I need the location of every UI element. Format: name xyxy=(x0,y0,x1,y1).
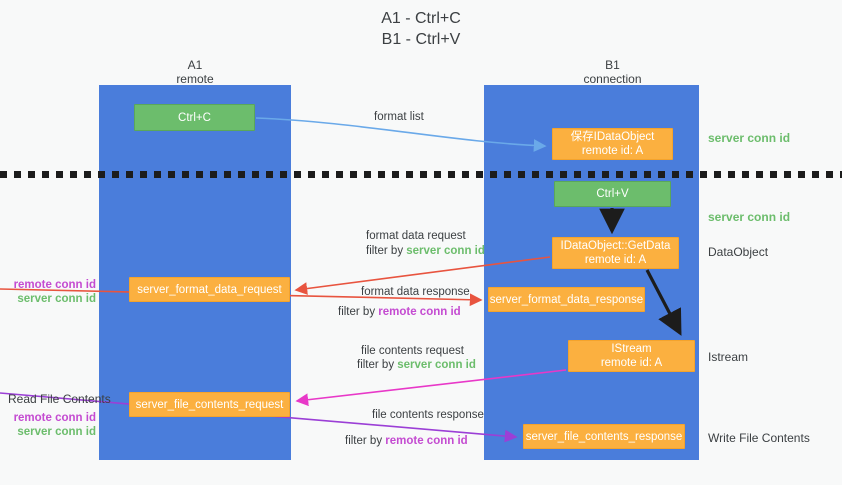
edge-label-file-contents-request: file contents request xyxy=(361,344,464,359)
annotation-server-conn-id-2: server conn id xyxy=(708,210,791,224)
edge-fcres-filter-key: remote conn id xyxy=(385,435,468,447)
edge-label-format-data-response: format data response xyxy=(361,285,470,300)
annotation-conn-ids-top: remote conn id server conn id xyxy=(8,278,96,306)
node-idataobject[interactable]: 保存IDataObject remote id: A xyxy=(552,128,673,160)
edge-fdreq-filter-prefix: filter by xyxy=(366,245,407,257)
edge-label-file-contents-response: file contents response xyxy=(372,408,484,423)
node-server-format-data-response[interactable]: server_format_data_response xyxy=(488,287,645,312)
edge-filter-file-contents-request: filter by server conn id xyxy=(357,358,476,373)
annotation-server-conn-id-4: server conn id xyxy=(17,426,96,438)
node-istream[interactable]: IStream remote id: A xyxy=(568,340,695,372)
edge-filter-format-data-response: filter by remote conn id xyxy=(338,305,461,320)
annotation-server-conn-id-3: server conn id xyxy=(17,293,96,305)
edge-filter-format-data-request: filter by server conn id xyxy=(366,244,485,259)
annotation-write-file-contents: Write File Contents xyxy=(708,431,810,445)
title-line-1: A1 - Ctrl+C xyxy=(381,10,461,27)
edge-fdres-filter-key: remote conn id xyxy=(378,306,461,318)
edge-fcres-filter-prefix: filter by xyxy=(345,435,386,447)
lane-a1-name: A1 xyxy=(187,58,203,72)
node-sfcreq-label: server_file_contents_request xyxy=(135,398,284,411)
edge-fcreq-filter-key: server conn id xyxy=(397,359,476,371)
annotation-remote-conn-id-1: remote conn id xyxy=(13,279,96,291)
page-title: A1 - Ctrl+C B1 - Ctrl+V xyxy=(0,8,842,50)
annotation-remote-conn-id-2: remote conn id xyxy=(13,412,96,424)
edge-fdreq-text: format data request xyxy=(366,230,466,242)
annotation-dataobject: DataObject xyxy=(708,245,769,259)
edge-filter-file-contents-response: filter by remote conn id xyxy=(345,434,468,449)
lane-a1-role: remote xyxy=(176,72,214,86)
annotation-server-conn-id-1: server conn id xyxy=(708,131,791,145)
lane-b1-name: B1 xyxy=(605,58,620,72)
node-server-file-contents-request[interactable]: server_file_contents_request xyxy=(129,392,290,417)
node-server-file-contents-response[interactable]: server_file_contents_response xyxy=(523,424,685,449)
node-ctrl-c-label: Ctrl+C xyxy=(178,111,211,124)
node-sfdres-label: server_format_data_response xyxy=(489,293,644,306)
lane-header-a1: A1 remote xyxy=(135,58,255,86)
edge-label-format-data-request: format data request xyxy=(366,229,466,244)
edge-fcreq-filter-prefix: filter by xyxy=(357,359,398,371)
annotation-conn-ids-bottom: remote conn id server conn id xyxy=(8,411,96,439)
node-ctrl-v[interactable]: Ctrl+V xyxy=(554,181,671,207)
title-line-2: B1 - Ctrl+V xyxy=(381,31,461,48)
edge-label-format-list: format list xyxy=(374,110,424,125)
node-istream-sub: remote id: A xyxy=(600,357,663,369)
node-getdata-label: IDataObject::GetData xyxy=(560,240,671,252)
edge-fdres-text: format data response xyxy=(361,286,470,298)
edge-fdres-filter-prefix: filter by xyxy=(338,306,379,318)
edge-format-list-text: format list xyxy=(374,111,424,123)
node-ctrl-c[interactable]: Ctrl+C xyxy=(134,104,255,131)
annotation-istream: Istream xyxy=(708,350,749,364)
edge-fcreq-text: file contents request xyxy=(361,345,464,357)
node-sfdreq-label: server_format_data_request xyxy=(137,283,282,296)
node-getdata-sub: remote id: A xyxy=(584,254,647,266)
node-ctrl-v-label: Ctrl+V xyxy=(596,188,629,200)
node-idataobject-sub: remote id: A xyxy=(581,145,644,157)
node-sfcres-label: server_file_contents_response xyxy=(525,430,683,443)
node-idataobject-label: 保存IDataObject xyxy=(570,131,655,143)
node-server-format-data-request[interactable]: server_format_data_request xyxy=(129,277,290,302)
node-idataobject-getdata[interactable]: IDataObject::GetData remote id: A xyxy=(552,237,679,269)
node-istream-label: IStream xyxy=(611,343,652,355)
edge-fcres-text: file contents response xyxy=(372,409,484,421)
lane-header-b1: B1 connection xyxy=(545,58,680,86)
phase-divider xyxy=(0,171,842,178)
lane-b1-role: connection xyxy=(583,72,642,86)
edge-fdreq-filter-key: server conn id xyxy=(406,245,485,257)
annotation-read-file-contents: Read File Contents xyxy=(8,392,111,406)
